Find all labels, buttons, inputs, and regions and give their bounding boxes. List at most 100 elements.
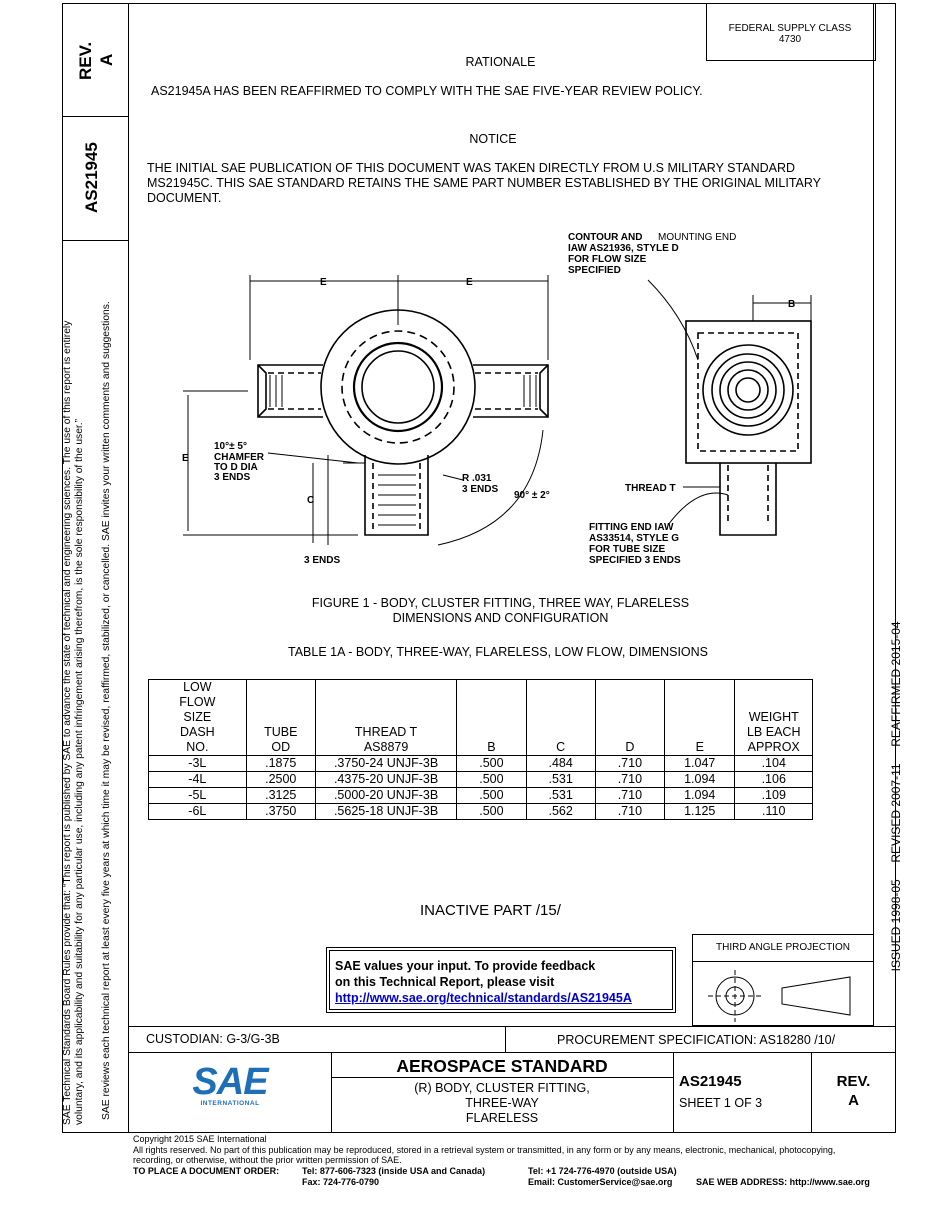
title-block-top-line [128,1026,896,1027]
dim-c: C [307,495,314,506]
table-header-text: LB EACH [746,725,801,739]
footer-email: Email: CustomerService@sae.org [528,1177,673,1187]
inactive-part-label: INACTIVE PART /15/ [420,902,561,919]
fsc-number: 4730 [778,34,802,45]
table-cell: .500 [456,803,527,820]
fitting-drawing: CONTOUR AND MOUNTING END IAW AS21936, ST… [182,232,812,566]
table-cell: .5000-20 UNJF-3B [314,787,458,804]
fitting-line-3: FOR TUBE SIZE [589,544,665,555]
footer-copyright: Copyright 2015 SAE International [133,1134,267,1144]
notice-line-1: THE INITIAL SAE PUBLICATION OF THIS DOCU… [147,161,796,175]
title-block-rev-value: A [848,1092,859,1109]
projection-divider [692,961,874,962]
title-block-doc-number: AS21945 [679,1073,742,1090]
procurement-label: PROCUREMENT SPECIFICATION: AS18280 /10/ [557,1033,836,1047]
label-mounting: MOUNTING END [658,232,736,243]
side-view-stem-hidden [727,465,769,525]
projection-box [692,934,874,1026]
doc-number-vertical: AS21945 [82,142,102,213]
angle-label: 90° ± 2° [514,490,550,501]
dim-e-vertical: E [182,453,189,464]
figure-caption: FIGURE 1 - BODY, CLUSTER FITTING, THREE … [128,596,873,626]
table-cell: .2500 [245,771,316,788]
table-cell: -3L [148,755,247,772]
side-legal-line-2: voluntary, and its applicability and sui… [74,418,85,1125]
radius-leader [442,474,464,481]
bottom-arm [364,455,429,536]
federal-supply-class-box [706,3,876,61]
projection-symbol [708,970,851,1022]
table-header-text: APPROX [747,740,800,754]
table-cell: .3125 [245,787,316,804]
table-header-text: DASH [179,725,215,739]
notice-line-2: MS21945C. THIS SAE STANDARD RETAINS THE … [147,176,822,190]
footer-tel-us: Tel: 877-606-7323 (inside USA and Canada… [302,1166,486,1176]
feedback-line-2: on this Technical Report, please visit [335,975,555,989]
figure-caption-line-2: DIMENSIONS AND CONFIGURATION [392,611,609,625]
rev-value-vertical: A [97,54,117,66]
footer-tel-intl: Tel: +1 724-776-4970 (outside USA) [528,1166,677,1176]
sae-logo-text: SAE [192,1061,268,1103]
hub-bore-circle [352,341,444,433]
table-header-text: D [625,740,635,754]
table-cell: -5L [148,787,247,804]
aerospace-standard-label: AEROSPACE STANDARD [396,1056,608,1076]
right-strip-divider [873,3,874,1025]
table-cell: .5625-18 UNJF-3B [314,803,458,820]
table-header-cell: C [525,679,596,756]
footer-fax: Fax: 724-776-0790 [302,1177,380,1187]
table-cell: 1.094 [663,771,736,788]
label-specified: SPECIFIED [568,265,621,276]
table-cell: .710 [594,755,666,772]
table-cell: .110 [734,803,813,820]
footer-rights-1: All rights reserved. No part of this pub… [133,1144,836,1155]
table-cell: .1875 [245,755,316,772]
dim-b: B [788,299,795,310]
table-header-text: WEIGHT [748,710,799,724]
ends-label: 3 ENDS [304,555,340,566]
table-header-text: AS8879 [363,740,409,754]
right-arm-chamfer [539,364,549,418]
table-cell: .109 [734,787,813,804]
left-arm-thread [269,375,283,407]
chamfer-line-3: TO D DIA [214,462,258,473]
contour-leader [647,279,699,361]
notice-heading: NOTICE [469,132,517,146]
document-title-line-2: THREE-WAY [465,1096,539,1110]
table-header-text: C [556,740,566,754]
side-view-boss [702,344,794,436]
title-divider [673,1052,674,1133]
document-title-line-3: FLARELESS [465,1111,539,1125]
hub-inner-circle [361,350,435,424]
sheet-label: SHEET 1 OF 3 [679,1096,763,1110]
side-view-ring-4 [735,377,761,403]
table-header-cell: D [594,679,666,756]
table-header-text: LOW [183,680,212,694]
footer-web: SAE WEB ADDRESS: http://www.sae.org [696,1177,870,1187]
projection-centerlines [708,970,762,1022]
rev-label-vertical: REV. [76,42,96,80]
rev-value-text: A [97,53,116,66]
chamfer-line-1: 10°± 5° [214,441,247,452]
table-title: TABLE 1A - BODY, THREE-WAY, FLARELESS, L… [287,645,708,659]
doc-number-text: AS21945 [82,142,101,213]
chamfer-line-4: 3 ENDS [214,472,250,483]
left-strip-divider [128,3,129,1133]
fitting-line-4: SPECIFIED 3 ENDS [589,555,681,566]
table-cell: 1.125 [663,803,736,820]
logo-divider [331,1052,332,1133]
table-cell: 1.047 [663,755,736,772]
table-cell: .3750 [245,803,316,820]
table-cell: .531 [525,771,596,788]
feedback-link[interactable]: http://www.sae.org/technical/standards/A… [335,991,632,1005]
table-cell: 1.094 [663,787,736,804]
table-header-text: NO. [186,740,209,754]
table-header-text: E [695,740,704,754]
document-title-line-1: (R) BODY, CLUSTER FITTING, [414,1081,590,1095]
side-view-body [685,320,812,464]
table-header-text: THREAD T [354,725,418,739]
